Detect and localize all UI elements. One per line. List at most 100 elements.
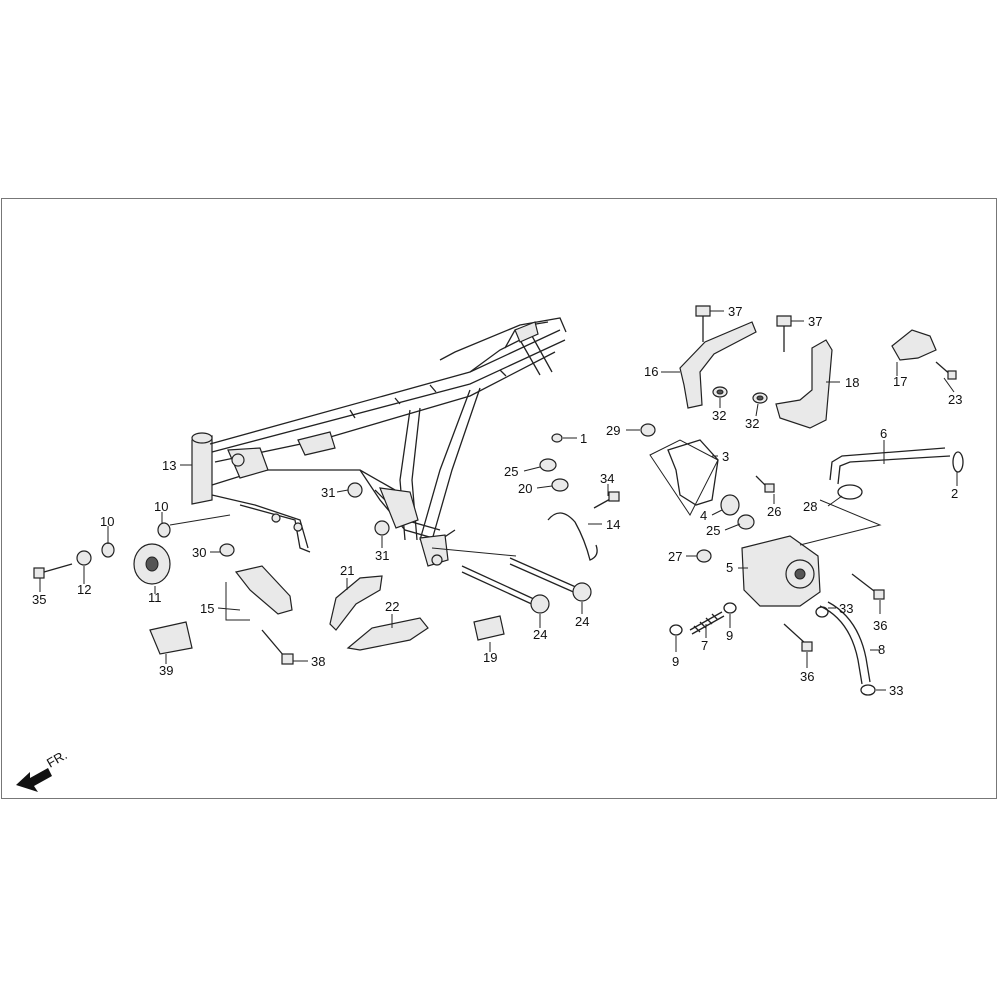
callout-1: 1 — [580, 431, 587, 446]
cover-22 — [346, 617, 429, 651]
callout-33-upper: 33 — [839, 601, 853, 616]
main-frame — [191, 317, 567, 567]
axle-bolt-24-right — [509, 557, 592, 602]
bushing-4 — [720, 494, 740, 516]
callout-5: 5 — [726, 560, 733, 575]
bolt-38 — [261, 629, 294, 665]
callout-33-lower: 33 — [889, 683, 903, 698]
callout-37-left: 37 — [728, 304, 742, 319]
bracket-15 — [234, 565, 293, 615]
bolt-37-right — [776, 315, 792, 352]
bracket-16 — [679, 321, 757, 409]
clip-33-lower — [860, 684, 876, 696]
bracket-3 — [667, 439, 719, 506]
nut-32-right — [752, 392, 768, 404]
callout-11: 11 — [148, 590, 162, 605]
callout-23: 23 — [948, 392, 962, 407]
callout-36-upper: 36 — [873, 618, 887, 633]
callout-9-left: 9 — [672, 654, 679, 669]
callout-28: 28 — [803, 499, 817, 514]
callout-20: 20 — [518, 481, 532, 496]
washer-10-right — [157, 522, 171, 538]
bolt-36-upper — [851, 573, 885, 600]
callout-3: 3 — [722, 449, 729, 464]
washer-27 — [696, 549, 712, 563]
nut-29 — [640, 423, 656, 437]
callout-16: 16 — [644, 364, 658, 379]
callout-24-right: 24 — [575, 614, 589, 629]
clip-9-left — [669, 624, 683, 636]
callout-15: 15 — [200, 601, 214, 616]
clip-33-upper — [815, 606, 829, 618]
callout-22: 22 — [385, 599, 399, 614]
callout-37-right: 37 — [808, 314, 822, 329]
callout-25-lower: 25 — [706, 523, 720, 538]
callout-18: 18 — [845, 375, 859, 390]
bolt-36-lower — [783, 623, 813, 652]
callout-35: 35 — [32, 592, 46, 607]
bolt-23 — [935, 361, 957, 380]
callout-38: 38 — [311, 654, 325, 669]
cover-21 — [329, 575, 383, 631]
rubber-block-19 — [473, 615, 505, 641]
bushing-25 — [737, 514, 755, 530]
callout-32-right: 32 — [745, 416, 759, 431]
callout-34: 34 — [600, 471, 614, 486]
callout-31-upper: 31 — [321, 485, 335, 500]
bracket-18 — [775, 339, 833, 429]
callout-2: 2 — [951, 486, 958, 501]
callout-7: 7 — [701, 638, 708, 653]
callout-19: 19 — [483, 650, 497, 665]
callout-14: 14 — [606, 517, 620, 532]
diagram-frame — [1, 198, 997, 799]
spring-wire-14 — [547, 512, 598, 561]
front-direction-label: FR. — [44, 747, 70, 770]
washer-12 — [76, 550, 92, 566]
front-arrow-icon — [16, 768, 52, 792]
callout-10-right: 10 — [154, 499, 168, 514]
callout-39: 39 — [159, 663, 173, 678]
rubber-31-upper — [347, 482, 363, 498]
callout-4: 4 — [700, 508, 707, 523]
bolt-35 — [33, 563, 73, 579]
callout-9-right: 9 — [726, 628, 733, 643]
front-direction-indicator: FR. — [16, 747, 70, 792]
grommet-1 — [551, 433, 563, 443]
callout-32-left: 32 — [712, 408, 726, 423]
callout-29: 29 — [606, 423, 620, 438]
callout-17: 17 — [893, 374, 907, 389]
callout-8: 8 — [878, 642, 885, 657]
horn-11 — [133, 543, 171, 585]
bolt-37-left — [695, 305, 711, 342]
callout-12: 12 — [77, 582, 91, 597]
rubber-25 — [539, 458, 557, 472]
spring-7 — [689, 611, 725, 635]
rubber-31-lower — [374, 520, 390, 536]
clamp-28 — [837, 484, 863, 500]
nut-30 — [219, 543, 235, 557]
callout-30: 30 — [192, 545, 206, 560]
bolt-34 — [593, 491, 620, 509]
pump-5 — [741, 535, 821, 607]
callout-13: 13 — [162, 458, 176, 473]
clamp-17 — [891, 329, 937, 361]
callout-36-lower: 36 — [800, 669, 814, 684]
nut-32-left — [712, 386, 728, 398]
clip-9-right — [723, 602, 737, 614]
callout-25-upper: 25 — [504, 464, 518, 479]
callout-21: 21 — [340, 563, 354, 578]
plate-39 — [149, 621, 193, 655]
callout-27: 27 — [668, 549, 682, 564]
callout-31-lower: 31 — [375, 548, 389, 563]
callout-24-left: 24 — [533, 627, 547, 642]
washer-10-left — [101, 542, 115, 558]
leader-lines — [39, 310, 958, 691]
bolt-26 — [755, 475, 775, 493]
rubber-20 — [551, 478, 569, 492]
callout-26: 26 — [767, 504, 781, 519]
axle-bolt-24-left — [461, 565, 550, 614]
clip-2 — [952, 451, 964, 473]
callout-labels: 1 2 3 4 5 6 7 8 9 9 10 10 11 12 13 14 15… — [32, 304, 962, 698]
callout-6: 6 — [880, 426, 887, 441]
